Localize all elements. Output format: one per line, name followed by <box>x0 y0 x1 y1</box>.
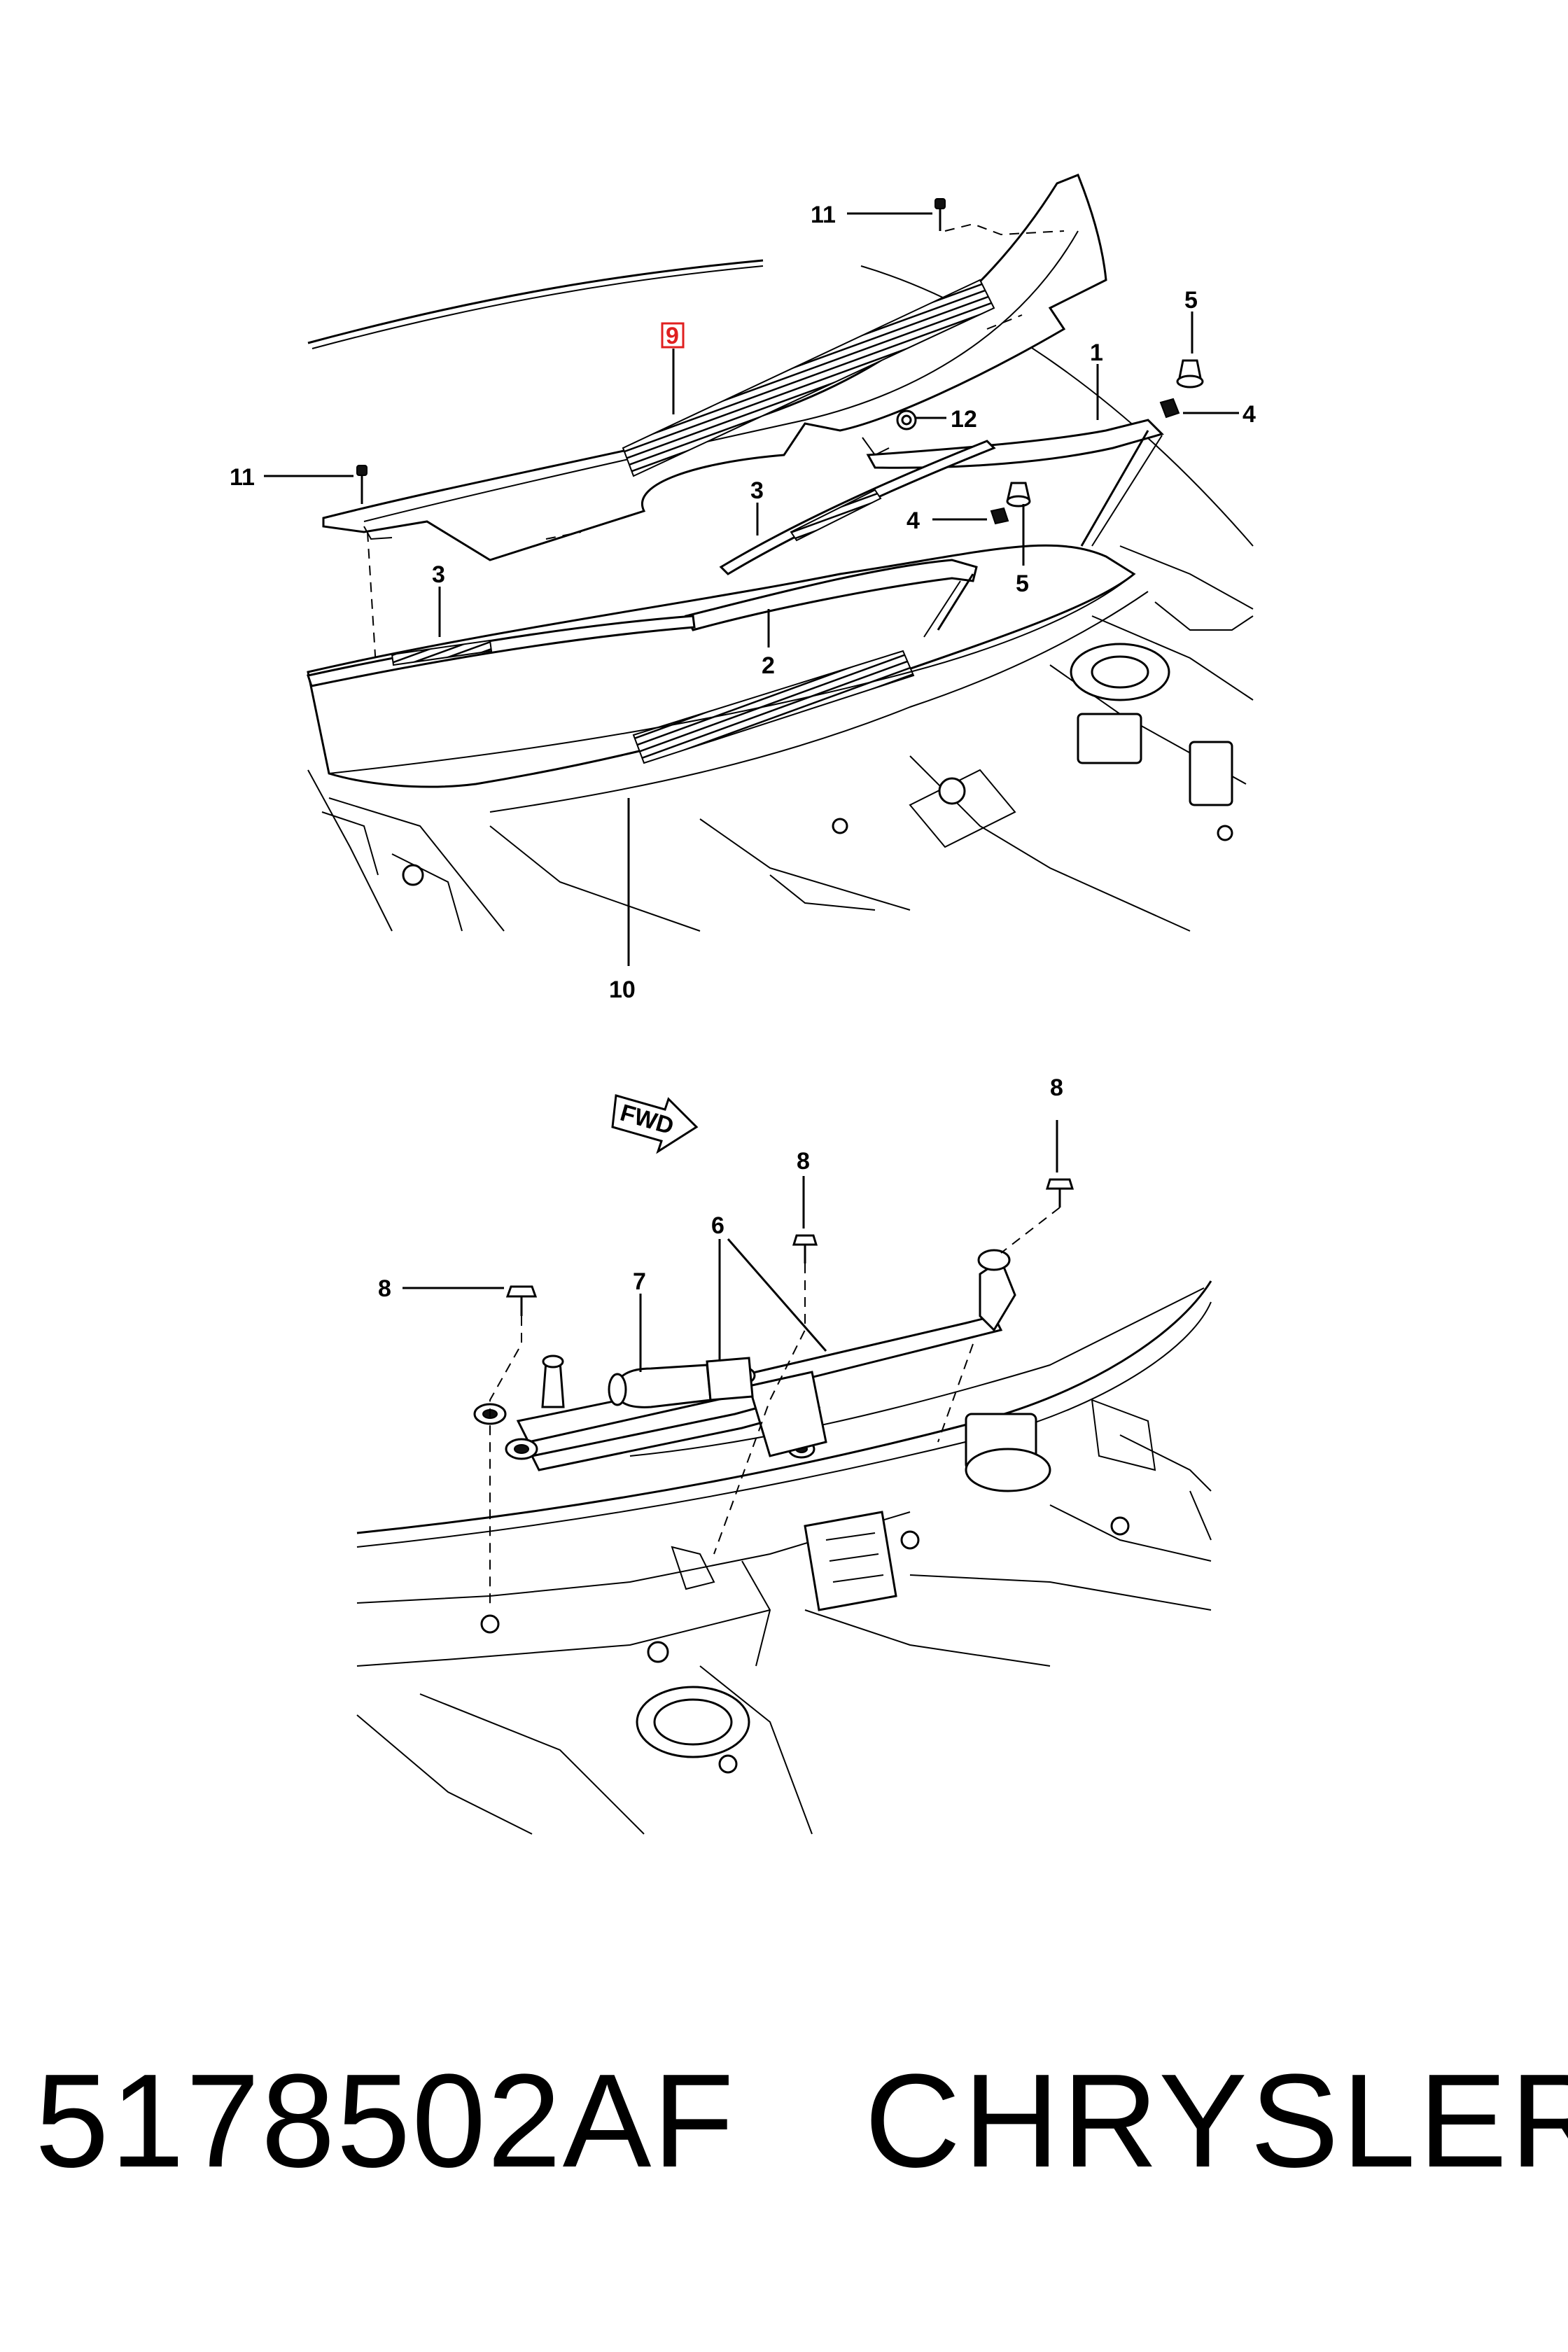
callout-9: 9 <box>666 323 679 349</box>
callout-2: 2 <box>762 652 775 679</box>
bottom-view: FWD <box>356 1094 1212 1835</box>
bolts-8 <box>489 1178 1074 1610</box>
windshield-edge <box>860 265 1254 547</box>
callout-5-top: 5 <box>1184 287 1198 314</box>
callout-5-center: 5 <box>1016 570 1029 597</box>
callout-4-center: 4 <box>906 507 920 534</box>
callout-8-right: 8 <box>1050 1074 1063 1101</box>
callout-3-lower: 3 <box>432 561 445 588</box>
wiper-blade-3-lower <box>307 615 696 687</box>
callout-1: 1 <box>1090 340 1103 366</box>
cowl-lower-hatch <box>632 650 915 764</box>
hood-edge-line <box>307 259 764 344</box>
leader-lines <box>264 212 1239 1372</box>
wiper-motor-7 <box>608 1357 754 1408</box>
part-number: 5178502AF <box>35 2047 736 2195</box>
callout-9-highlighted: 9 <box>661 322 685 349</box>
fwd-arrow-icon: FWD <box>611 1094 699 1154</box>
callout-3-upper: 3 <box>750 477 764 504</box>
footer: 5178502AF CHRYSLER <box>0 2051 1568 2191</box>
callout-8-left: 8 <box>378 1275 391 1302</box>
cowl-seal-strip <box>622 279 995 477</box>
engine-bay-bottom <box>356 1280 1212 1835</box>
wiper-blade-3-upper <box>719 440 996 575</box>
top-view <box>307 174 1254 932</box>
callout-6: 6 <box>711 1212 724 1239</box>
callout-11-top: 11 <box>811 202 836 228</box>
hardware-small <box>896 359 1204 525</box>
callout-12: 12 <box>951 406 977 433</box>
engine-bay-top <box>307 545 1254 932</box>
wiper-linkage-6 <box>473 1249 1016 1471</box>
callout-10: 10 <box>609 976 636 1003</box>
brand-name: CHRYSLER <box>864 2047 1568 2195</box>
screw-11-top <box>934 198 1065 236</box>
callout-8-center: 8 <box>797 1148 810 1175</box>
cowl-panel-upper <box>322 174 1107 561</box>
wiper-arm-1 <box>866 419 1164 547</box>
callout-4-right: 4 <box>1242 401 1256 428</box>
callout-11-left: 11 <box>230 464 255 491</box>
callouts: 11 11 9 5 1 4 12 3 4 5 3 2 10 8 8 8 6 7 <box>230 202 1256 1302</box>
callout-7: 7 <box>633 1268 646 1295</box>
cowl-panel-lower <box>307 544 1136 788</box>
